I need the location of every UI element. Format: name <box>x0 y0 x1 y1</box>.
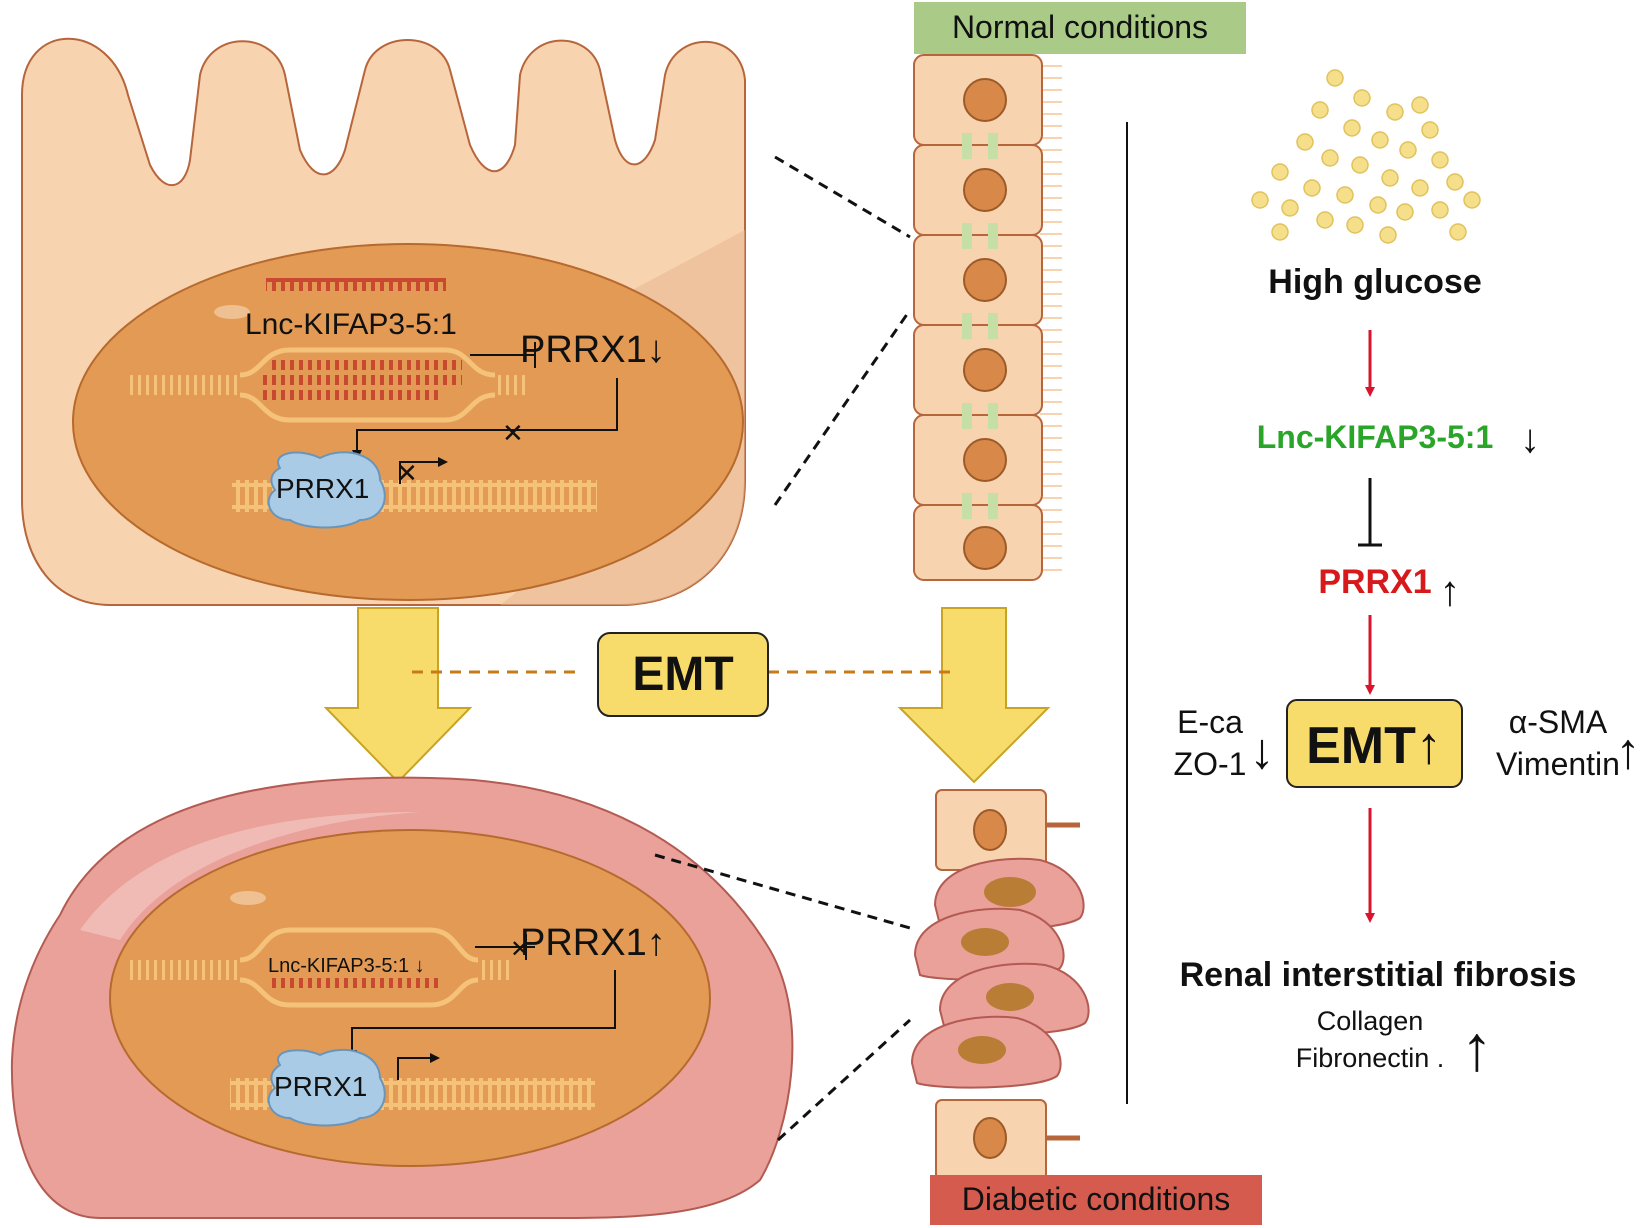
epithelial-cell: Lnc-KIFAP3-5:1 PRRX1↓ ✕ ✕ PRRX1 <box>21 37 746 606</box>
cell-nucleus-2 <box>963 168 1007 212</box>
lnc-rna-backbone <box>266 278 446 282</box>
translation-path-bottom <box>347 970 616 1060</box>
dna-bubble-top <box>130 347 525 423</box>
emt-box-center <box>597 632 769 717</box>
protein-label-top: PRRX1 <box>276 473 369 504</box>
dna-bubble-bottom <box>130 927 514 1008</box>
right-marker-1: α-SMA <box>1509 704 1608 740</box>
junction-2a <box>962 223 972 249</box>
zoom-line-top-2 <box>773 309 912 506</box>
right-marker-2: Vimentin <box>1496 746 1620 782</box>
zoom-line-bottom-1 <box>654 853 911 930</box>
gene-dna-top-strand-1 <box>232 483 597 487</box>
diabetic-conditions-bg <box>930 1175 1262 1225</box>
inhibition-block-bottom: ✕ <box>510 936 530 963</box>
cell-nucleus-1 <box>963 78 1007 122</box>
lnc-pathway-label: Lnc-KIFAP3-5:1 <box>1257 419 1493 455</box>
block-mark-top: ✕ <box>502 418 524 448</box>
nucleus-highlight-bottom <box>230 891 266 905</box>
emt-pathway-label: EMT↑ <box>1306 717 1442 775</box>
cell-nucleus-3 <box>963 258 1007 302</box>
promoter-block-top: ✕ <box>396 458 418 488</box>
nucleus-highlight <box>214 305 250 319</box>
right-marker-arrow: ↑ <box>1616 723 1641 779</box>
yellow-arrow-left <box>323 607 473 784</box>
cell-nucleus-6 <box>963 526 1007 570</box>
prrx1-protein-top <box>267 451 386 529</box>
fibrosis-label: Renal interstitial fibrosis <box>1180 956 1577 994</box>
epithelial-column <box>913 54 1062 581</box>
emt-label-center: EMT <box>632 648 733 701</box>
junction-4b <box>988 403 998 429</box>
junction-1b <box>988 133 998 159</box>
fibrosis-up-arrow: ↑ <box>1461 1012 1493 1084</box>
brush-border <box>1040 55 1062 580</box>
diabetic-column <box>910 789 1090 1181</box>
fibrosis-marker-1: Collagen <box>1317 1006 1424 1036</box>
prrx1-label-bottom: PRRX1↑ <box>520 922 666 964</box>
prrx1-pathway-label: PRRX1 <box>1318 563 1431 601</box>
glucose-particles <box>1251 69 1481 244</box>
gene-dna-top-strand-2 <box>232 505 597 509</box>
prrx1-protein-bottom <box>267 1048 386 1127</box>
junction-5b <box>988 493 998 519</box>
prrx1-label-top: PRRX1↓ <box>520 329 666 371</box>
protein-label-bottom: PRRX1 <box>274 1071 367 1102</box>
mesenchymal-nucleus-1 <box>984 877 1036 907</box>
mesenchymal-nucleus-3 <box>986 983 1034 1011</box>
junction-2b <box>988 223 998 249</box>
left-marker-2: ZO-1 <box>1174 746 1247 782</box>
promoter-arrow-top <box>399 457 448 484</box>
emt-box-pathway <box>1286 699 1463 788</box>
translation-path-top <box>352 378 618 460</box>
diabetic-conditions-label: Diabetic conditions <box>962 1181 1231 1217</box>
prrx1-up-arrow: ↑ <box>1440 567 1461 614</box>
cell-sheen-bottom <box>80 812 420 940</box>
promoter-arrow-bottom <box>397 1053 440 1080</box>
remaining-cell-nucleus-bottom <box>973 1117 1007 1159</box>
left-marker-1: E-ca <box>1177 704 1243 740</box>
normal-conditions-bg <box>914 2 1246 54</box>
left-marker-arrow: ↓ <box>1250 723 1275 779</box>
junction-3b <box>988 313 998 339</box>
junction-4a <box>962 403 972 429</box>
cell-nucleus-4 <box>963 348 1007 392</box>
zoom-line-bottom-2 <box>776 1018 912 1142</box>
nucleus-bottom <box>109 829 711 1167</box>
mesenchymal-nucleus-4 <box>958 1036 1006 1064</box>
junction-3a <box>962 313 972 339</box>
junction-1a <box>962 133 972 159</box>
yellow-arrow-right <box>897 607 1051 784</box>
mesenchymal-nucleus-2 <box>961 928 1009 956</box>
mesenchymal-cell: Lnc-KIFAP3-5:1 ↓ ✕ PRRX1↑ PRRX1 <box>10 776 794 1219</box>
lnc-down-arrow: ↓ <box>1520 417 1540 461</box>
gene-dna-bottom-strand-1 <box>230 1081 595 1085</box>
remaining-cell-nucleus-top <box>973 809 1007 851</box>
zoom-line-top-1 <box>774 155 911 239</box>
normal-conditions-label: Normal conditions <box>952 9 1208 45</box>
lnc-label-bottom: Lnc-KIFAP3-5:1 ↓ <box>268 955 425 977</box>
lnc-label-top: Lnc-KIFAP3-5:1 <box>245 308 457 341</box>
cell-nucleus-5 <box>963 438 1007 482</box>
junction-5a <box>962 493 972 519</box>
high-glucose-label: High glucose <box>1268 263 1481 301</box>
gene-dna-bottom-strand-2 <box>230 1103 595 1107</box>
fibrosis-marker-2: Fibronectin . <box>1296 1043 1445 1073</box>
